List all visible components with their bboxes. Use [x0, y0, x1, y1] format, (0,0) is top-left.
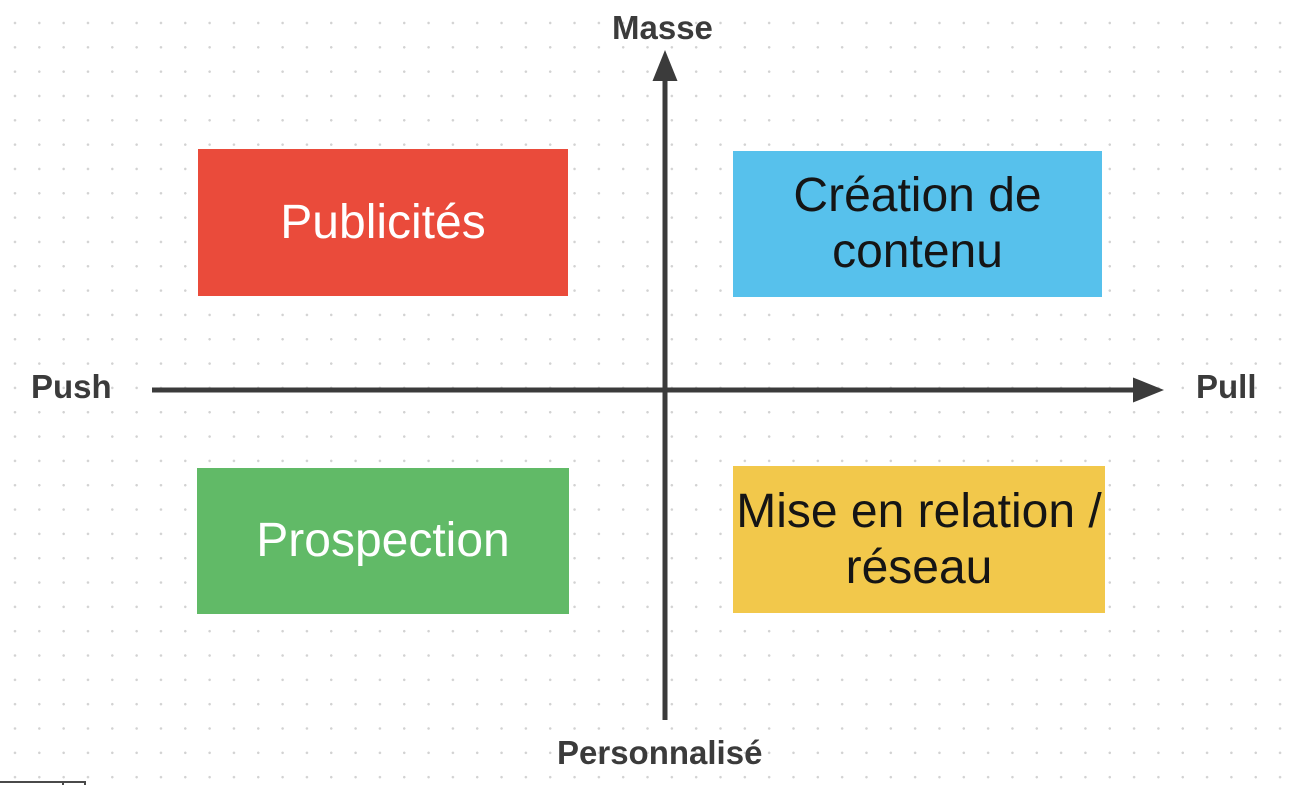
quadrant-box-bottom-right[interactable]: Mise en relation / réseau [733, 466, 1105, 613]
quadrant-label: Création de contenu [793, 169, 1042, 278]
axis-label-personnalise[interactable]: Personnalisé [557, 734, 763, 771]
quadrant-label: Prospection [256, 514, 510, 568]
vertical-axis-arrowhead-icon [652, 50, 678, 81]
quadrant-box-bottom-left[interactable]: Prospection [197, 468, 569, 614]
quadrant-label: Publicités [280, 195, 486, 249]
quadrant-label: Mise en relation / réseau [736, 484, 1102, 594]
horizontal-axis-arrowhead-icon [1133, 377, 1164, 403]
axis-label-push[interactable]: Push [31, 368, 112, 405]
axis-label-masse[interactable]: Masse [612, 9, 713, 46]
canvas-corner-widget[interactable] [0, 781, 86, 785]
quadrant-box-top-left[interactable]: Publicités [198, 149, 568, 296]
quadrant-box-top-right[interactable]: Création de contenu [733, 151, 1102, 297]
corner-widget-divider [62, 783, 64, 785]
axis-label-pull[interactable]: Pull [1196, 368, 1257, 405]
